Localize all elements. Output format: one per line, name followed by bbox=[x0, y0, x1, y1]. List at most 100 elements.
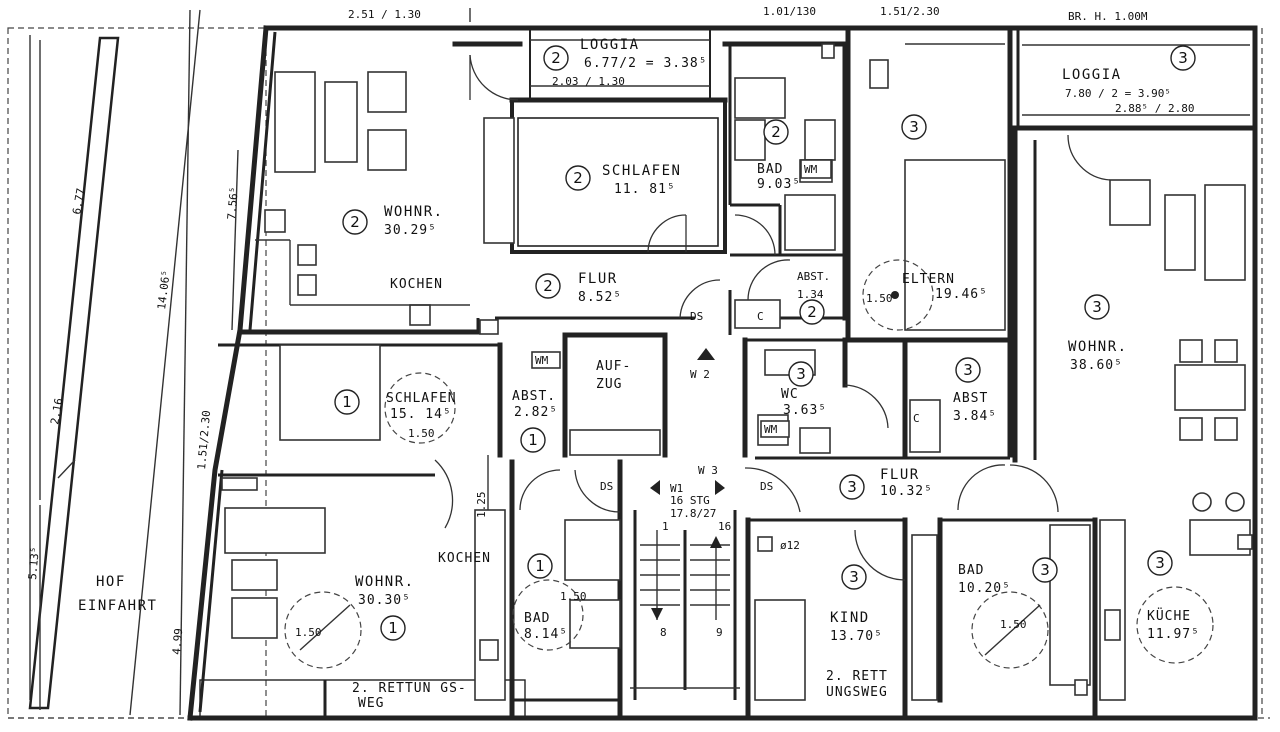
stair-step-1: 1 bbox=[662, 520, 669, 533]
room-number-wohnr-2: 2 bbox=[342, 209, 368, 235]
svg-text:3: 3 bbox=[909, 118, 919, 136]
dim-v4: 2.16 bbox=[48, 397, 65, 425]
dim-v6: 5.13⁵ bbox=[26, 546, 42, 580]
bad-2-name: BAD bbox=[757, 162, 783, 177]
room-number-wc-3: 3 bbox=[788, 361, 814, 387]
wm-label-3: WM bbox=[764, 423, 778, 436]
svg-text:3: 3 bbox=[963, 361, 973, 379]
bad-3-circle: 1.50 bbox=[1000, 618, 1027, 631]
svg-text:3: 3 bbox=[1178, 49, 1188, 67]
svg-text:2: 2 bbox=[551, 49, 561, 67]
courtyard-wall bbox=[28, 36, 120, 710]
abst-1-area: 2.82⁵ bbox=[514, 405, 558, 420]
room-number-loggia-2: 2 bbox=[543, 45, 569, 71]
stair-step-8: 8 bbox=[660, 626, 667, 639]
svg-text:1: 1 bbox=[535, 557, 545, 575]
kueche-3-name: KÜCHE bbox=[1147, 607, 1191, 624]
stair-w1: W1 bbox=[670, 482, 683, 495]
kochen-1-label: KOCHEN bbox=[438, 551, 491, 566]
abst-1-name: ABST. bbox=[512, 389, 556, 404]
wohnr-1-circle: 1.50 bbox=[295, 626, 322, 639]
room-number-bad-2: 2 bbox=[763, 119, 789, 145]
stair-step-16: 16 bbox=[718, 520, 731, 533]
svg-text:3: 3 bbox=[1155, 554, 1165, 572]
escape-route-2a: 2. RETT bbox=[826, 669, 888, 684]
bad-1-area: 8.14⁵ bbox=[524, 627, 568, 642]
room-number-wohnr-1: 1 bbox=[380, 615, 406, 641]
einfahrt-label: EINFAHRT bbox=[78, 598, 157, 614]
bad-2-area: 9.03⁵ bbox=[757, 177, 801, 192]
kind-3-area: 13.70⁵ bbox=[830, 629, 883, 644]
svg-text:3: 3 bbox=[849, 568, 859, 586]
c-label-1: C bbox=[757, 310, 764, 323]
loggia-2-area: 6.77/2 = 3.38⁵ bbox=[584, 56, 708, 71]
room-number-bad-1: 1 bbox=[527, 553, 553, 579]
room-number-top-3: 3 bbox=[901, 114, 927, 140]
stair-steps: 16 STG bbox=[670, 494, 710, 507]
dim-top-1: 2.51 / 1.30 bbox=[348, 8, 421, 21]
kochen-2-label: KOCHEN bbox=[390, 277, 443, 292]
svg-text:3: 3 bbox=[1040, 561, 1050, 579]
abst-3-name: ABST bbox=[953, 391, 988, 406]
stairwell bbox=[630, 348, 740, 700]
room-number-kind-3: 3 bbox=[841, 564, 867, 590]
schlafen-1-circle: 1.50 bbox=[408, 427, 435, 440]
dim-v3: 14.06⁵ bbox=[155, 269, 173, 310]
dimension-lines bbox=[39, 8, 489, 716]
room-number-flur-2: 2 bbox=[535, 273, 561, 299]
wc-3-area: 3.63⁵ bbox=[783, 403, 827, 418]
eltern-area: 19.46⁵ bbox=[935, 287, 988, 302]
dim-v1: 6.77 bbox=[70, 187, 87, 215]
schlafen-1-name: SCHLAFEN bbox=[386, 391, 457, 406]
bad-3-area: 10.20⁵ bbox=[958, 581, 1011, 596]
misc-labels: WM WM WM C C DS DS DS W 2 W 3 W1 16 STG … bbox=[78, 159, 920, 711]
wohnr-1-name: WOHNR. bbox=[355, 574, 415, 590]
dim-v5: 1.51/2.30 bbox=[195, 410, 213, 471]
room-number-loggia-3: 3 bbox=[1170, 45, 1196, 71]
aufzug-label-2: ZUG bbox=[596, 377, 622, 392]
eltern-name: ELTERN bbox=[902, 272, 955, 287]
kind-3-note: ø12 bbox=[780, 539, 800, 552]
svg-text:2: 2 bbox=[350, 213, 360, 231]
bad-1-name: BAD bbox=[524, 611, 550, 626]
dim-top-4: BR. H. 1.00M bbox=[1068, 10, 1148, 23]
svg-text:2: 2 bbox=[771, 123, 781, 141]
escape-route-1b: WEG bbox=[358, 696, 384, 711]
kueche-3-area: 11.97⁵ bbox=[1147, 627, 1200, 642]
wohnr-3-name: WOHNR. bbox=[1068, 339, 1128, 355]
abst-2-area: 1.34 bbox=[797, 288, 824, 301]
room-number-abst-2: 2 bbox=[799, 299, 825, 325]
eltern-circle: 1.50 bbox=[866, 292, 893, 305]
schlafen-1-area: 15. 14⁵ bbox=[390, 407, 452, 422]
kind-3-name: KIND bbox=[830, 610, 870, 626]
svg-text:1: 1 bbox=[342, 393, 352, 411]
svg-text:1: 1 bbox=[528, 431, 538, 449]
room-number-bad-3: 3 bbox=[1032, 557, 1058, 583]
svg-text:2: 2 bbox=[807, 303, 817, 321]
schlafen-2-area: 11. 81⁵ bbox=[614, 182, 676, 197]
building-walls bbox=[187, 25, 1258, 721]
flur-3-area: 10.32⁵ bbox=[880, 484, 933, 499]
dimension-text: 2.51 / 1.30 1.01/130 1.51/2.30 BR. H. 1.… bbox=[26, 5, 1148, 655]
ds-label-2: DS bbox=[600, 480, 613, 493]
c-label-2: C bbox=[913, 412, 920, 425]
svg-text:3: 3 bbox=[796, 365, 806, 383]
abst-3-area: 3.84⁵ bbox=[953, 409, 997, 424]
dim-top-3: 1.51/2.30 bbox=[880, 5, 940, 18]
bad-3-name: BAD bbox=[958, 563, 984, 578]
stair-w2: W 2 bbox=[690, 368, 710, 381]
ds-label-3: DS bbox=[760, 480, 773, 493]
wm-label-2: WM bbox=[804, 163, 818, 176]
wm-label-1: WM bbox=[535, 354, 549, 367]
svg-text:3: 3 bbox=[1092, 298, 1102, 316]
dim-v8: 1.25 bbox=[475, 492, 488, 519]
flur-2-area: 8.52⁵ bbox=[578, 290, 622, 305]
doors bbox=[434, 54, 1111, 581]
wohnr-3-area: 38.60⁵ bbox=[1070, 358, 1123, 373]
svg-text:1: 1 bbox=[388, 619, 398, 637]
stair-w3: W 3 bbox=[698, 464, 718, 477]
svg-text:2: 2 bbox=[543, 277, 553, 295]
room-numbers: 2 2 2 2 2 2 3 3 3 1 1 3 3 3 1 1 3 3 3 bbox=[334, 45, 1196, 641]
loggia-2-dim: 2.03 / 1.30 bbox=[552, 75, 625, 88]
